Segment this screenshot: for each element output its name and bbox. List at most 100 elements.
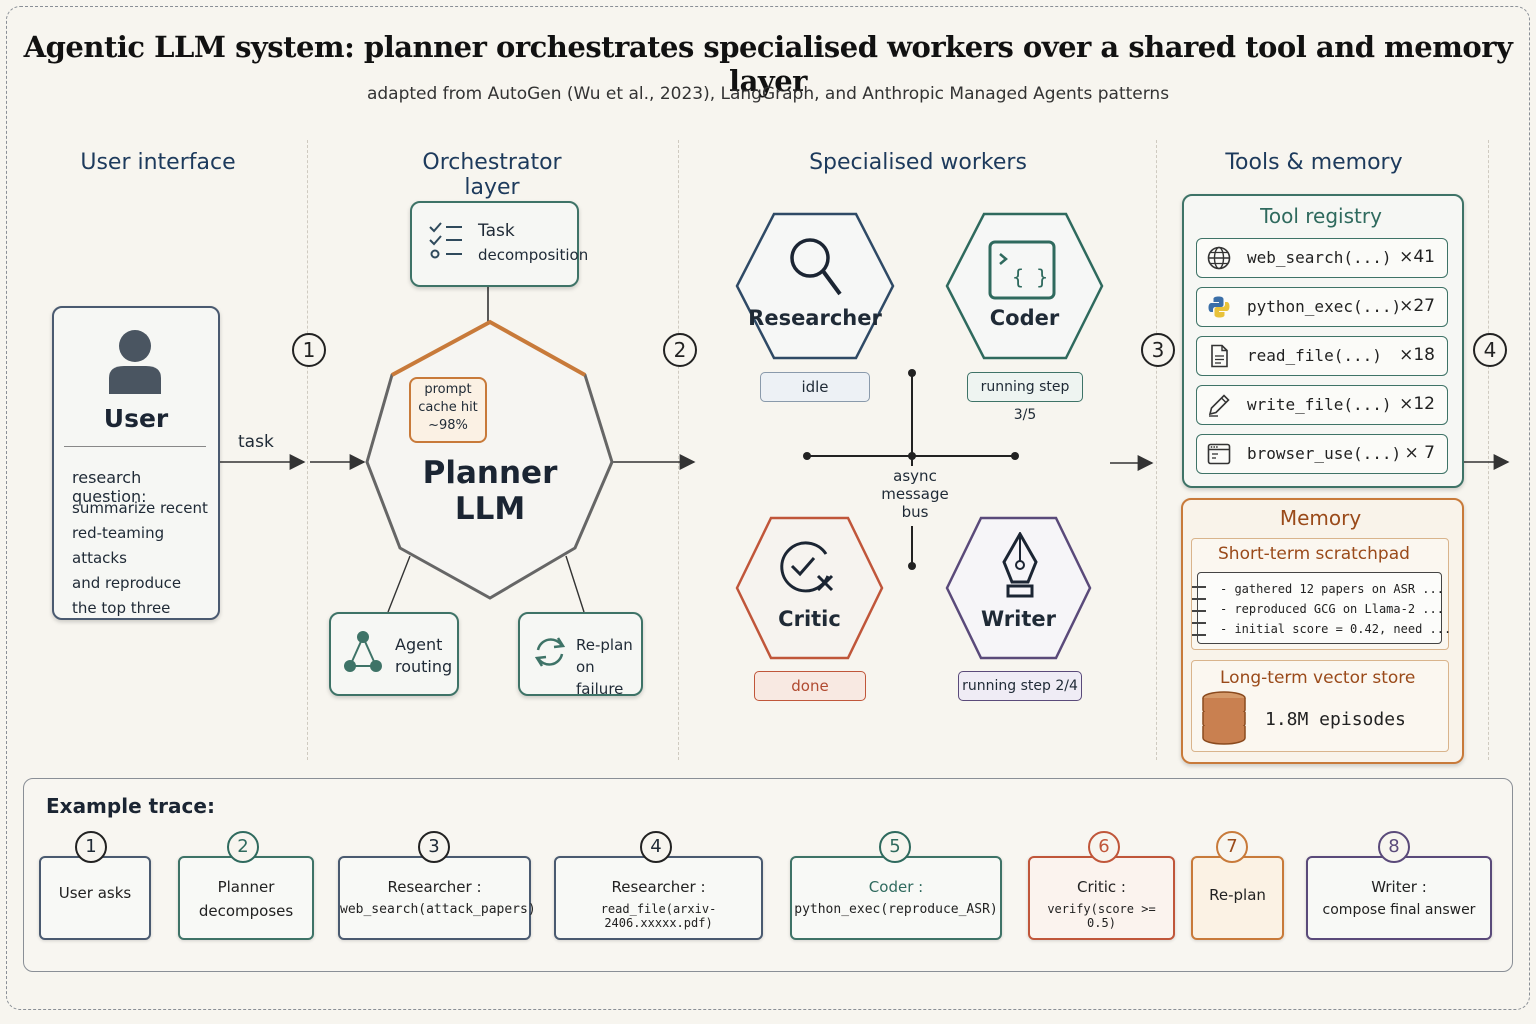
- trace-step-researcher-read: Researcher : read_file(arxiv-2406.xxxxx.…: [554, 856, 763, 940]
- cache-line: cache hit: [418, 400, 478, 415]
- tool-name: browser_use(...): [1247, 444, 1402, 463]
- column-header-tools-memory: Tools & memory: [1225, 150, 1403, 175]
- prompt-cache-badge: prompt cache hit ~98%: [409, 377, 487, 443]
- critic-status-badge: done: [754, 671, 866, 701]
- trace-step-line1: Critic :: [1077, 878, 1126, 896]
- replan-line: Re-plan: [576, 636, 633, 654]
- replan-label: Re-plan on failure: [576, 634, 641, 700]
- agent-routing-card: Agent routing: [329, 612, 459, 696]
- trace-step-line2: compose final answer: [1322, 902, 1476, 918]
- tool-call-count: ×18: [1399, 345, 1435, 365]
- cache-line: ~98%: [428, 418, 468, 433]
- trace-step-number: 4: [640, 831, 672, 863]
- svg-text:{ }: { }: [1012, 265, 1048, 289]
- routing-icon: [344, 631, 382, 672]
- agent-routing-label: Agent routing: [395, 634, 452, 678]
- user-icon: [109, 330, 161, 394]
- question-label: research question:: [72, 468, 147, 506]
- critic-check-icon: [780, 541, 834, 593]
- step-number: 4: [1473, 333, 1507, 367]
- column-header-workers: Specialised workers: [809, 150, 1027, 175]
- step-number: 1: [292, 333, 326, 367]
- example-trace-title: Example trace:: [46, 794, 215, 818]
- question-line: and reproduce: [72, 574, 182, 592]
- trace-step-researcher-search: Researcher : web_search(attack_papers): [338, 856, 536, 940]
- trace-step-line1: Researcher :: [387, 878, 482, 896]
- long-term-title: Long-term vector store: [1220, 668, 1416, 688]
- tool-registry-title: Tool registry: [1260, 204, 1382, 228]
- message-bus-label: async message bus: [872, 467, 958, 521]
- tool-name: read_file(...): [1247, 346, 1382, 365]
- code-terminal-icon: { }: [988, 240, 1056, 300]
- worker-name-critic: Critic: [778, 607, 841, 631]
- trace-step-number: 5: [879, 831, 911, 863]
- file-icon: [1211, 344, 1228, 368]
- replan-card: Re-plan on failure: [518, 612, 643, 698]
- magnifier-icon: [790, 238, 842, 296]
- trace-step-coder: Coder : python_exec(reproduce_ASR): [790, 856, 1002, 940]
- tool-row-browser-use: browser_use(...) × 7: [1196, 434, 1448, 474]
- pen-nib-icon: [1002, 532, 1038, 598]
- trace-step-planner: Planner decomposes: [178, 856, 314, 940]
- task-arrow-label: task: [238, 432, 274, 452]
- task-decomposition-card: Task decomposition: [410, 201, 588, 287]
- bus-line: bus: [901, 503, 929, 521]
- scratchpad-notes: - gathered 12 papers on ASR ... - reprod…: [1220, 579, 1451, 639]
- note-line: - gathered 12 papers on ASR ...: [1220, 582, 1444, 596]
- task-decomposition-line2: decomposition: [478, 246, 589, 264]
- question-line: summarize recent: [72, 499, 208, 517]
- tool-call-count: ×41: [1399, 247, 1435, 267]
- episode-count: 1.8M episodes: [1265, 709, 1406, 730]
- tool-name: web_search(...): [1247, 248, 1392, 267]
- step-number: 3: [1141, 333, 1175, 367]
- planner-llm-label: Planner LLM: [422, 455, 558, 527]
- column-header-orchestrator: Orchestrator layer: [422, 150, 562, 200]
- database-icon: [1202, 691, 1246, 745]
- note-line: - reproduced GCG on Llama-2 ...: [1220, 602, 1444, 616]
- memory-title: Memory: [1279, 506, 1362, 530]
- page-title: Agentic LLM system: planner orchestrates…: [23, 30, 1513, 98]
- user-label: User: [103, 404, 169, 433]
- trace-step-number: 6: [1088, 831, 1120, 863]
- trace-step-line2: web_search(attack_papers): [340, 902, 536, 917]
- question-text: summarize recent red-teaming attacks and…: [72, 496, 218, 621]
- worker-name-researcher: Researcher: [748, 306, 882, 330]
- question-line: the top three: [72, 599, 171, 617]
- trace-step-number: 2: [227, 831, 259, 863]
- python-icon: [1208, 296, 1230, 318]
- pencil-icon: [1208, 394, 1230, 417]
- writer-status-badge: running step 2/4: [958, 671, 1082, 701]
- agent-routing-line: Agent: [395, 635, 443, 654]
- trace-step-number: 1: [75, 831, 107, 863]
- trace-step-line1: User asks: [58, 884, 132, 902]
- tool-name: write_file(...): [1247, 395, 1392, 414]
- trace-step-line1: Planner: [217, 878, 275, 896]
- outer-frame: [6, 6, 1530, 1010]
- globe-icon: [1207, 246, 1231, 270]
- trace-step-replan: Re-plan: [1191, 856, 1284, 940]
- trace-step-line1: Coder :: [868, 878, 924, 896]
- bus-line: async: [893, 467, 937, 485]
- tool-call-count: ×27: [1399, 296, 1435, 316]
- trace-step-line1: Writer :: [1371, 878, 1427, 896]
- column-divider: [1156, 140, 1157, 760]
- tool-row-read-file: read_file(...) ×18: [1196, 336, 1448, 376]
- column-divider: [307, 140, 308, 760]
- short-term-title: Short-term scratchpad: [1218, 544, 1410, 564]
- tool-call-count: × 7: [1404, 443, 1435, 463]
- question-line: red-teaming attacks: [72, 524, 165, 567]
- column-divider: [1488, 140, 1489, 760]
- coder-status-badge: running step 3/5: [967, 372, 1083, 423]
- spiral-binding-icon: [1192, 586, 1206, 636]
- agent-routing-line: routing: [395, 657, 453, 676]
- note-line: - initial score = 0.42, need ...: [1220, 622, 1452, 636]
- scratchpad-notebook: - gathered 12 papers on ASR ... - reprod…: [1192, 572, 1451, 644]
- trace-step-line1: Researcher :: [611, 878, 706, 896]
- checklist-icon: [429, 222, 462, 259]
- researcher-status-badge: idle: [760, 372, 870, 402]
- trace-step-line2: decomposes: [198, 902, 294, 920]
- trace-step-number: 8: [1378, 831, 1410, 863]
- tool-row-write-file: write_file(...) ×12: [1196, 385, 1448, 425]
- trace-step-line2: python_exec(reproduce_ASR): [794, 902, 998, 917]
- trace-step-line2: verify(score >= 0.5): [1047, 902, 1156, 930]
